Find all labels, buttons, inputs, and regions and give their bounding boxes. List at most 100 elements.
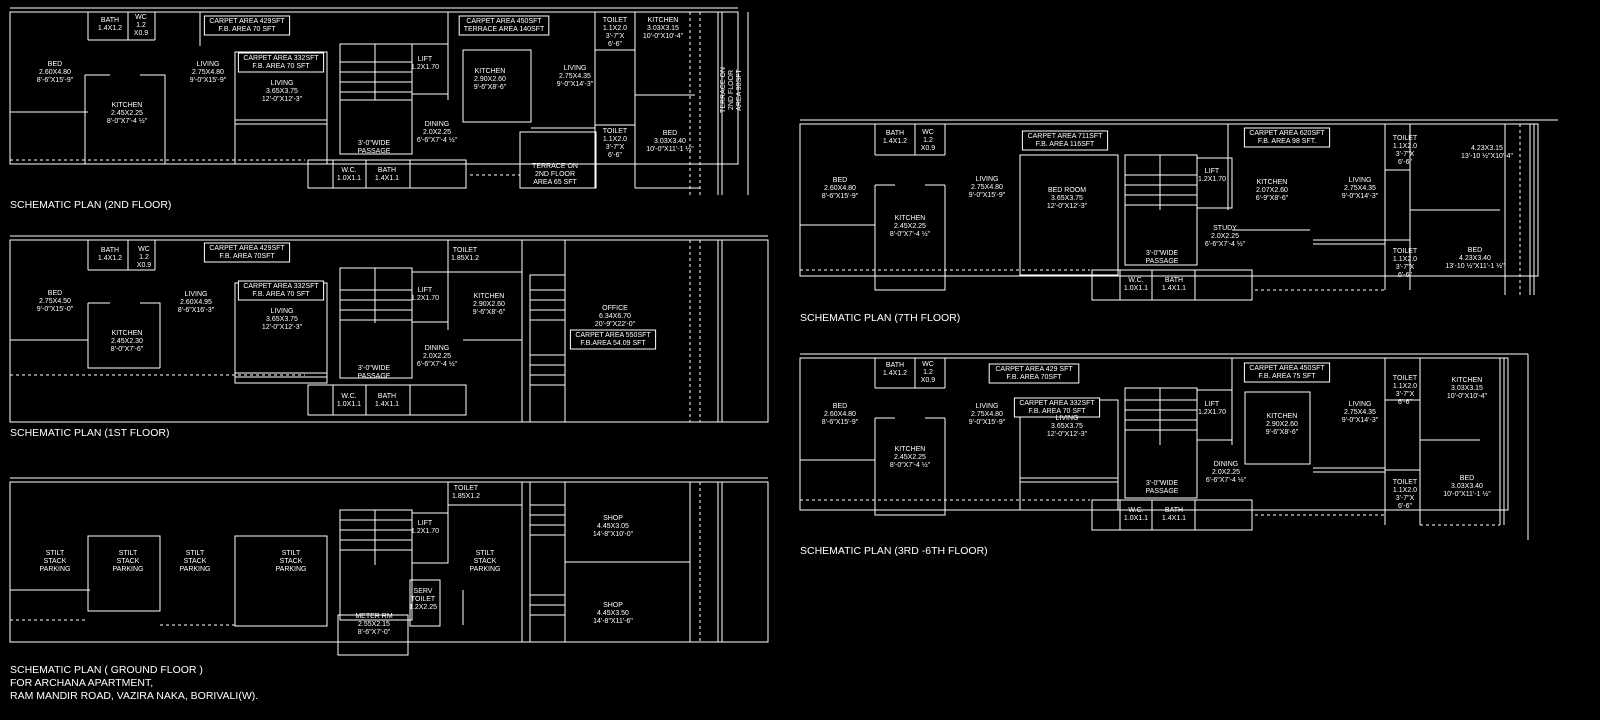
room-label-line: 6'-6" (608, 41, 622, 48)
room-label-line: TOILET (1393, 135, 1418, 142)
room-label-line: 1.4X1.2 (883, 138, 907, 145)
room-label-line: 9'-6"X8'-6" (1266, 429, 1299, 436)
room-label-line: CARPET AREA 332SFT (243, 55, 319, 62)
carpet-area-box (1013, 397, 1101, 418)
room-label-line: 12'-0"X12'-3" (1047, 203, 1088, 210)
room-label-line: 2.60X4.80 (824, 411, 856, 418)
project-address: RAM MANDIR ROAD, VAZIRA NAKA, BORIVALI(W… (10, 690, 258, 702)
room-label-line: 1.2 (923, 137, 933, 144)
room-label-line: 6'-6" (1398, 272, 1412, 279)
room-label-line: 3.65X3.75 (266, 316, 298, 323)
room-label-line: 9'-6"X8'-6" (474, 84, 507, 91)
room-label-line: BED (833, 403, 847, 410)
room-label-line: 6'-6" (1398, 159, 1412, 166)
room-label-line: STUDY (1213, 225, 1237, 232)
room-label-line: PARKING (40, 566, 71, 573)
room-label-line: 6.34X6.70 (599, 313, 631, 320)
room-label-line: BATH (101, 247, 119, 254)
room-label-line: STILT (282, 550, 301, 557)
room-label-line: 3'-7"X (1396, 495, 1415, 502)
room-label-line: LIVING (1349, 401, 1372, 408)
carpet-area-box (569, 329, 657, 350)
room-label-line: 6'-6" (1398, 503, 1412, 510)
room-label-line: 1.2 (136, 22, 146, 29)
room-label-line: F.B. AREA 116SFT (1036, 141, 1095, 148)
room-label-line: PARKING (113, 566, 144, 573)
room-label-line: SHOP (603, 602, 623, 609)
room-label-line: W.C. (341, 393, 356, 400)
room-label-line: STACK (44, 558, 67, 565)
room-label-line: BATH (101, 17, 119, 24)
room-label-line: BED (833, 177, 847, 184)
room-label-line: 3.03X3.15 (647, 25, 679, 32)
room-label-line: BATH (378, 393, 396, 400)
room-label-line: STACK (117, 558, 140, 565)
room-label-line: BATH (1165, 277, 1183, 284)
room-label-line: 8'-6"X15'-9" (37, 77, 74, 84)
room-label-line: 2.0X2.25 (423, 129, 451, 136)
room-label-line: STACK (474, 558, 497, 565)
plan-seventh-floor (799, 119, 1558, 301)
room-label-line: LIFT (1205, 401, 1220, 408)
room-label-line: 12'-0"X12'-3" (262, 324, 303, 331)
room-label-line: CARPET AREA 620SFT (1249, 130, 1325, 137)
plan-first-floor (9, 235, 769, 423)
room-label-line: SERV (414, 588, 433, 595)
room-label-line: 2.90X2.60 (474, 76, 506, 83)
room-label-line: KITCHEN (1267, 413, 1298, 420)
room-label-line: KITCHEN (112, 102, 143, 109)
room-label-line: 3'-0"WIDE (358, 140, 391, 147)
room-label-line: W.C. (341, 167, 356, 174)
room-label-line: 10'-0"X11'-1 ½" (646, 145, 694, 153)
room-label-line: CARPET AREA 711SFT (1028, 133, 1104, 140)
carpet-area-box (1243, 362, 1331, 383)
room-label-line: 3'-7"X (1396, 151, 1415, 158)
room-label-line: PASSAGE (1146, 258, 1179, 265)
room-label-line: 2.60X4.80 (824, 185, 856, 192)
room-label-line: TOILET (603, 17, 628, 24)
room-label-line: LIVING (197, 61, 220, 68)
room-label-line: STILT (46, 550, 65, 557)
plan-title-ground-floor: SCHEMATIC PLAN ( GROUND FLOOR ) (10, 664, 203, 676)
room-label-line: 3.65X3.75 (1051, 195, 1083, 202)
room-label-line: STILT (119, 550, 138, 557)
room-label-line: TOILET (454, 485, 479, 492)
room-label-line: 2.0X2.25 (1212, 469, 1240, 476)
room-label-line: CARPET AREA 429 SFT (995, 366, 1073, 373)
room-label-line: METER RM (355, 613, 393, 620)
room-label-line: 2.75X4.35 (1344, 409, 1376, 416)
room-label-line: LIFT (418, 287, 433, 294)
room-label-line: PASSAGE (1146, 488, 1179, 495)
room-label-line: 6'-6"X7'-4 ½" (417, 136, 458, 144)
room-label-line: F.B. AREA 70SFT (219, 253, 275, 260)
room-label-line: 1.4X1.1 (1162, 285, 1186, 292)
room-label-line: BED ROOM (1048, 187, 1086, 194)
room-label-line: 1.2X1.70 (1198, 176, 1226, 183)
room-label-line: 1.0X1.1 (337, 175, 361, 182)
room-label-line: 3.03X3.40 (1451, 483, 1483, 490)
room-label-line: X0.9 (137, 262, 152, 269)
